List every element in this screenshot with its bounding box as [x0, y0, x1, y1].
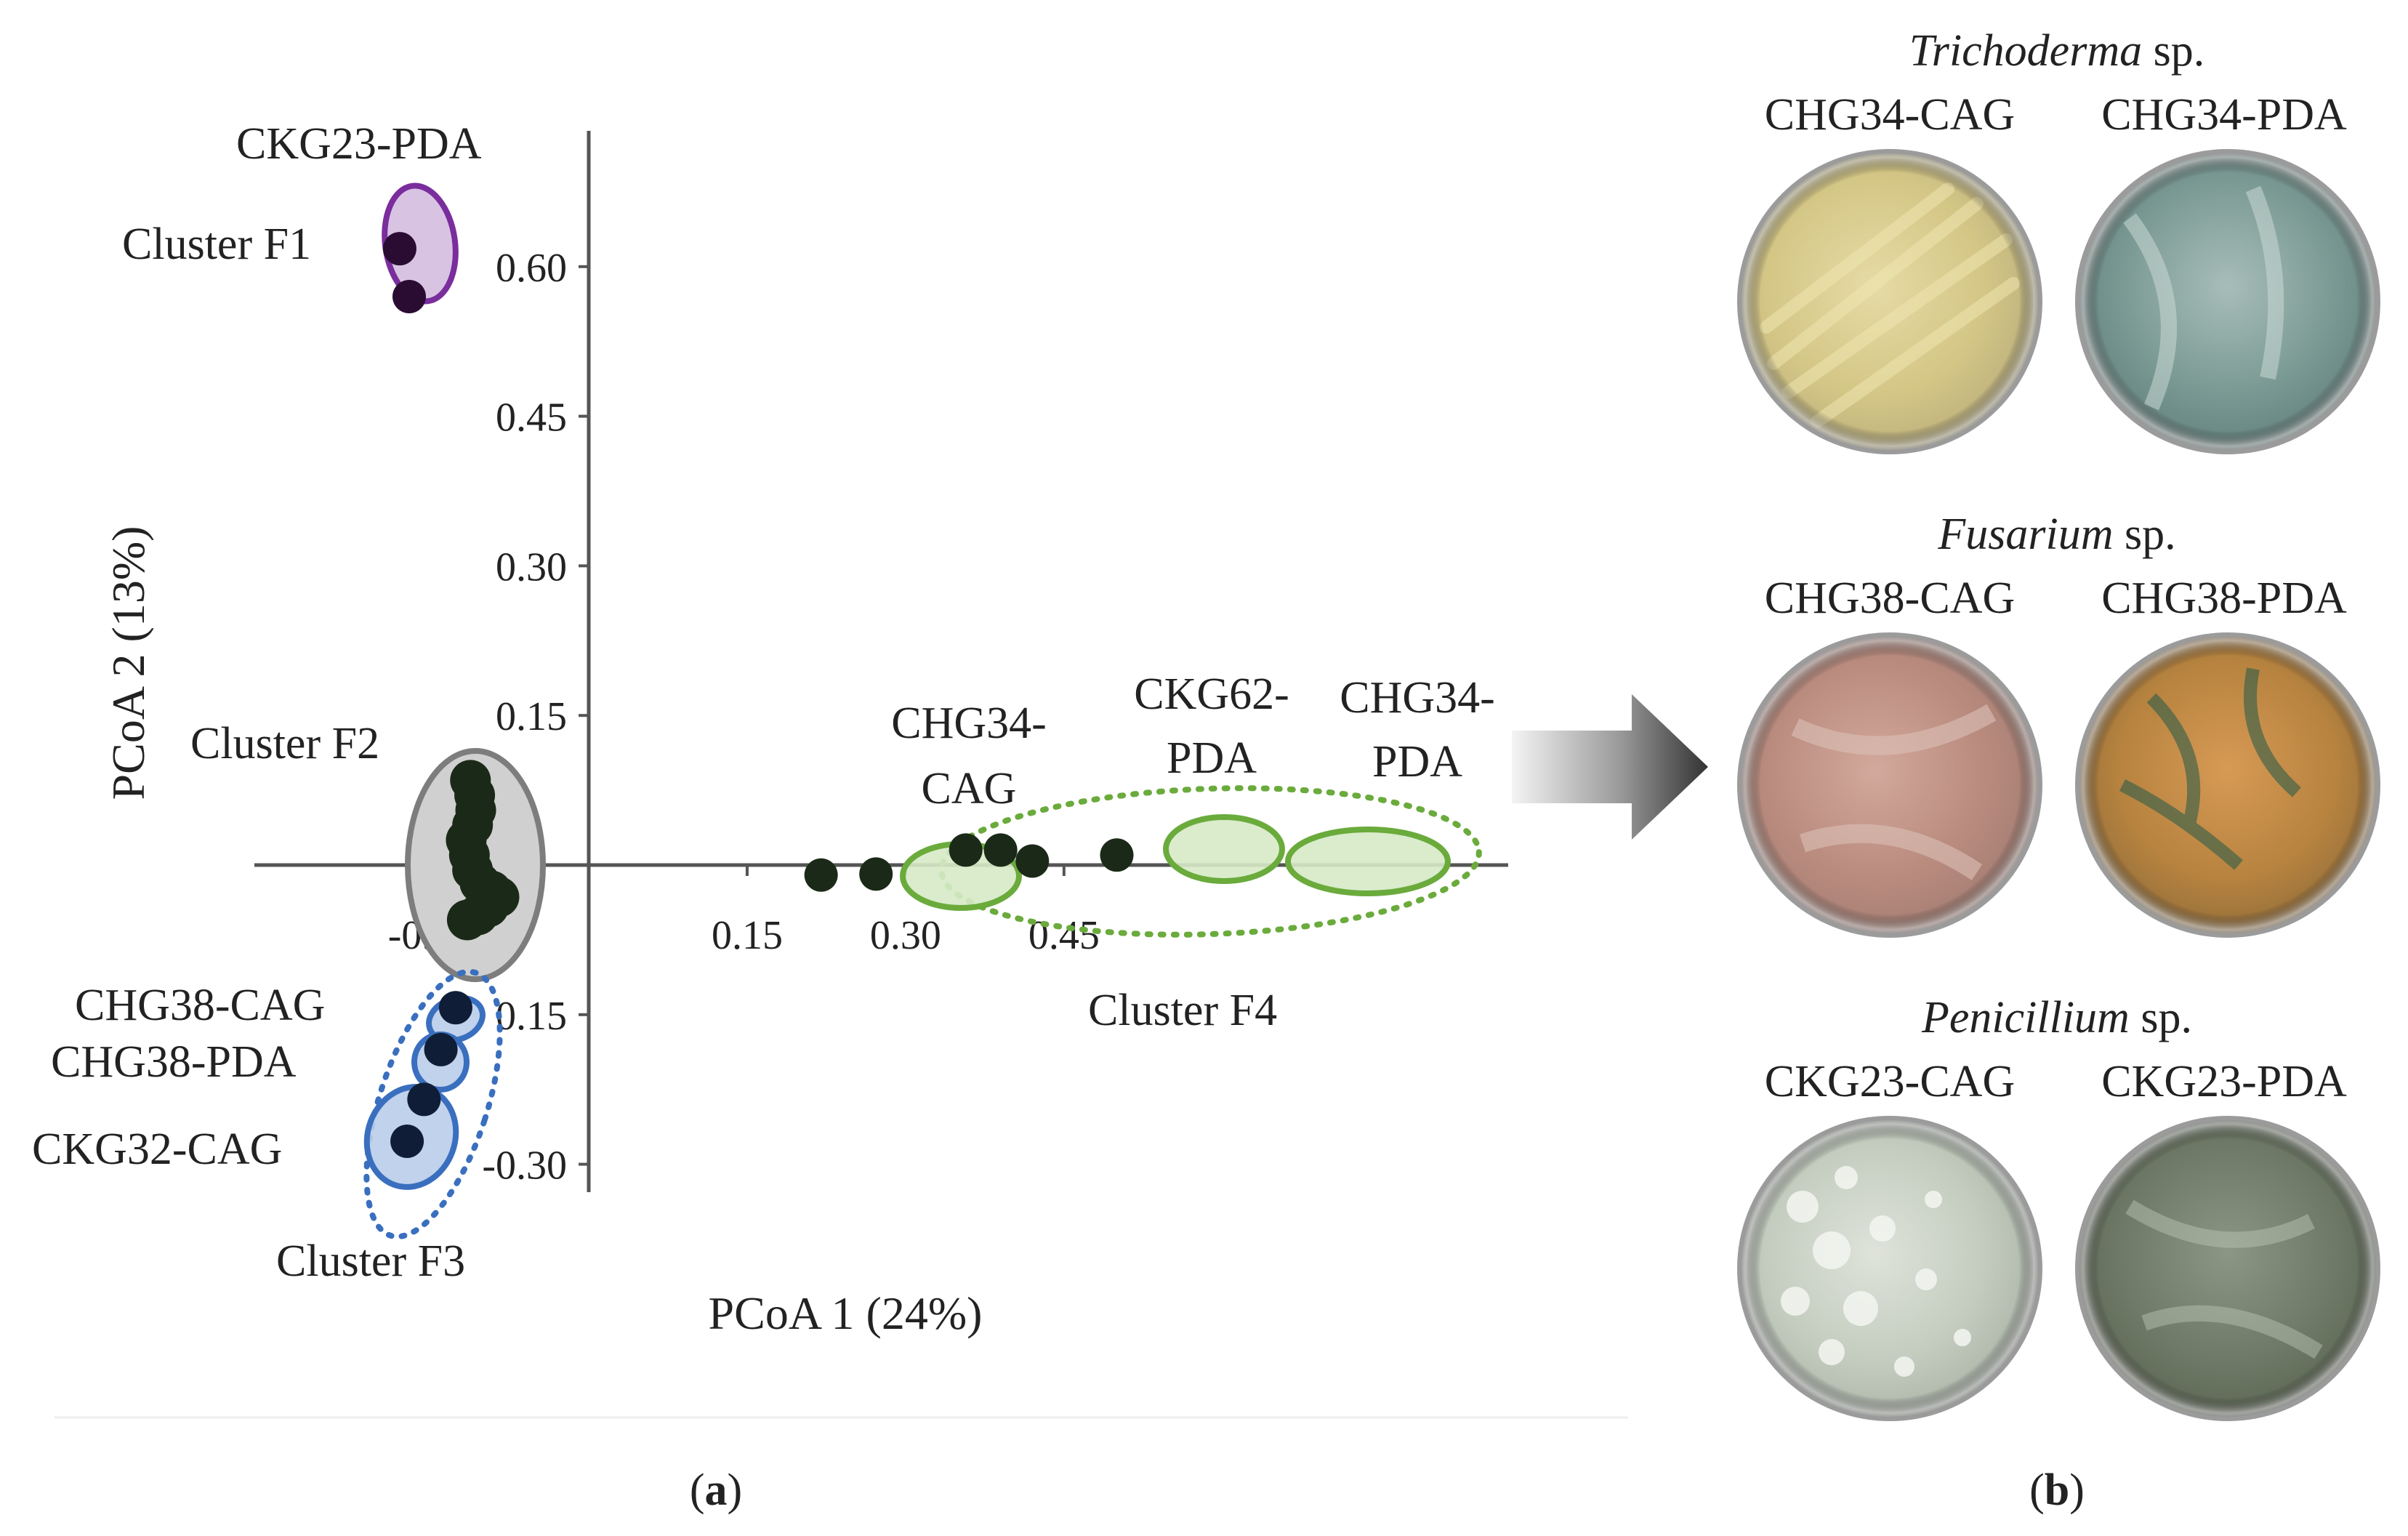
- y-ticks: 0.60 0.45 0.30 0.15 0.15 -0.30: [482, 246, 589, 1189]
- plate-label-chg38-cag: CHG38-CAG: [1765, 574, 2015, 623]
- species-title-penicillium: Penicillium sp.: [1921, 993, 2192, 1042]
- sample-label-chg38-cag: CHG38-CAG: [75, 981, 325, 1030]
- data-point: [446, 899, 488, 941]
- data-point: [1015, 844, 1050, 878]
- cluster-f4-outline-2: [1163, 814, 1285, 884]
- data-point: [949, 833, 983, 867]
- y-tick-label: 0.15: [496, 994, 567, 1039]
- data-point: [1100, 838, 1134, 872]
- plate-chg38-cag: [1737, 632, 2042, 938]
- sample-label-ckg32-cag: CKG32-CAG: [32, 1125, 282, 1174]
- plate-ckg23-pda: [2075, 1116, 2380, 1421]
- plate-label-ckg23-pda: CKG23-PDA: [2101, 1057, 2347, 1106]
- plate-label-chg34-cag: CHG34-CAG: [1765, 90, 2015, 140]
- species-title-trichoderma: Trichoderma sp.: [1909, 26, 2205, 76]
- data-points: [382, 232, 1134, 1159]
- plate-label-chg38-pda: CHG38-PDA: [2101, 574, 2347, 623]
- plate-ckg23-cag: [1737, 1116, 2042, 1421]
- data-point: [382, 232, 416, 266]
- plate-label-chg34-pda: CHG34-PDA: [2101, 90, 2347, 140]
- sample-label-ckg23-pda: CKG23-PDA: [236, 119, 482, 169]
- x-tick-label: 0.15: [712, 913, 783, 958]
- sample-label-ckg62-pda: CKG62-PDA: [1134, 670, 1289, 783]
- plate-label-ckg23-cag: CKG23-CAG: [1765, 1057, 2015, 1106]
- sample-label-chg34-cag: CHG34-CAG: [891, 699, 1047, 813]
- data-point: [983, 833, 1018, 867]
- plate-chg34-cag: [1737, 149, 2042, 454]
- cluster-label-f4: Cluster F4: [1088, 986, 1277, 1035]
- cluster-label-f3: Cluster F3: [276, 1237, 465, 1286]
- cluster-label-f2: Cluster F2: [190, 719, 379, 768]
- plate-chg34-pda: [2075, 149, 2380, 454]
- y-tick-label: 0.30: [496, 544, 567, 590]
- plate-chg38-pda: [2075, 632, 2380, 938]
- sample-label-chg38-pda: CHG38-PDA: [51, 1037, 297, 1087]
- data-point: [438, 991, 472, 1025]
- plot-labels: CKG23-PDA Cluster F1 Cluster F2 CHG38-CA…: [32, 119, 1495, 1286]
- y-tick-label: 0.60: [496, 246, 567, 291]
- pcoa-plot: -0.150.150.300.45 0.600.450.300.150.15-0…: [32, 119, 1628, 1515]
- data-point: [392, 279, 426, 313]
- species-title-fusarium: Fusarium sp.: [1937, 510, 2175, 559]
- y-axis-title: PCoA 2 (13%): [102, 526, 154, 800]
- data-point: [390, 1125, 424, 1159]
- data-point: [407, 1082, 441, 1117]
- x-axis-title: PCoA 1 (24%): [709, 1287, 983, 1339]
- x-tick-label: 0.30: [870, 913, 941, 958]
- cluster-label-f1: Cluster F1: [122, 220, 311, 269]
- arrow-right-icon: [1512, 694, 1708, 840]
- culture-plates: Trichoderma sp. CHG34-CAG CHG34-PDA Fusa…: [1737, 26, 2380, 1515]
- cluster-f3-envelope: [363, 968, 503, 1240]
- data-point: [424, 1032, 458, 1066]
- data-point: [859, 857, 893, 891]
- cluster-f4-outline-3: [1285, 827, 1451, 896]
- x-tick-label: 0.45: [1028, 913, 1100, 958]
- cluster-f4-envelope: [938, 785, 1482, 938]
- sample-label-chg34-pda: CHG34-PDA: [1340, 673, 1495, 787]
- panel-label-b: (b): [2029, 1465, 2085, 1515]
- data-point: [804, 858, 838, 892]
- y-tick-label: 0.15: [496, 694, 567, 739]
- y-tick-label: -0.30: [482, 1143, 567, 1189]
- panel-label-a: (a): [690, 1465, 742, 1515]
- y-tick-label: 0.45: [496, 395, 567, 441]
